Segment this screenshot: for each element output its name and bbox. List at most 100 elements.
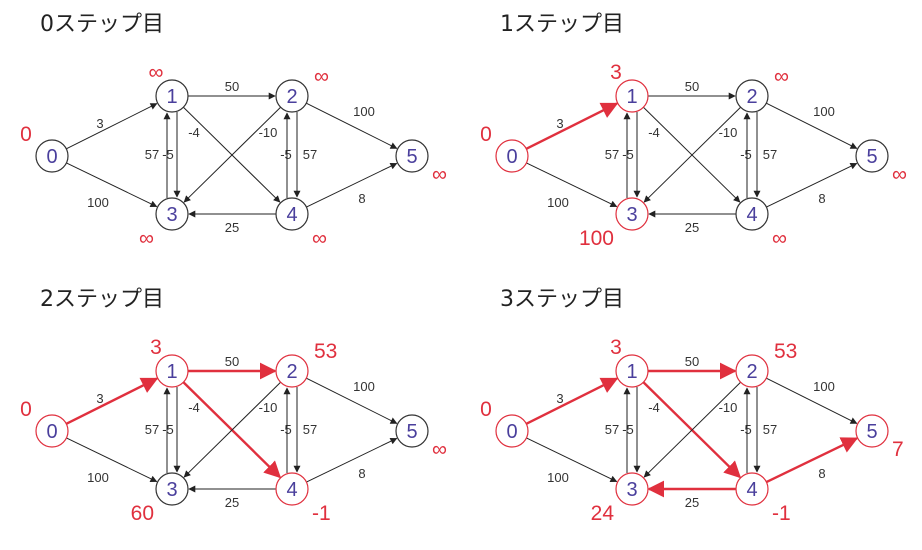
distance-label-node-5: ∞ <box>432 163 447 186</box>
edge-weight-label: 100 <box>87 195 109 210</box>
edge-4-5 <box>766 162 858 208</box>
distance-label-node-5: 7 <box>892 438 904 461</box>
distance-label-node-4: -1 <box>772 502 791 525</box>
edge-weight-label: 57 <box>605 147 619 162</box>
node-1 <box>155 79 189 113</box>
edge-4-5 <box>306 162 398 208</box>
node-label: 2 <box>746 361 757 383</box>
edge-weight-label: -10 <box>259 400 278 415</box>
node-4 <box>735 472 769 506</box>
node-label: 5 <box>406 146 417 168</box>
node-label: 4 <box>746 204 757 226</box>
node-label: 0 <box>506 421 517 443</box>
node-0 <box>495 414 529 448</box>
edge-weight-label: 3 <box>556 116 563 131</box>
edge-0-1 <box>66 103 158 150</box>
node-label: 3 <box>166 204 177 226</box>
edge-weight-label: 25 <box>685 220 699 235</box>
edge-0-3 <box>66 437 158 483</box>
edge-weight-label: -5 <box>280 422 292 437</box>
node-label: 4 <box>286 204 297 226</box>
edge-weight-label: 100 <box>87 470 109 485</box>
edge-4-5 <box>765 437 859 484</box>
edge-weight-label: 3 <box>96 391 103 406</box>
distance-label-node-5: ∞ <box>892 163 907 186</box>
edge-weight-label: 50 <box>225 354 239 369</box>
panel-title: 1ステップ目 <box>500 12 624 37</box>
edge-weight-label: 100 <box>353 379 375 394</box>
edge-weight-label: 50 <box>225 79 239 94</box>
distance-label-node-0: 0 <box>480 123 492 146</box>
node-label: 2 <box>746 86 757 108</box>
edge-weight-label: 8 <box>358 191 365 206</box>
edge-0-1 <box>65 377 159 425</box>
node-1 <box>155 354 189 388</box>
distance-label-node-1: 3 <box>610 61 622 84</box>
distance-label-node-2: 53 <box>314 340 337 363</box>
node-label: 5 <box>866 421 877 443</box>
edge-weight-label: -4 <box>648 125 660 140</box>
edge-weight-label: 50 <box>685 354 699 369</box>
edge-weight-label: -5 <box>740 422 752 437</box>
node-4 <box>735 197 769 231</box>
edge-weight-label: 100 <box>547 195 569 210</box>
edge-weight-label: 25 <box>685 495 699 510</box>
edge-weight-label: 57 <box>303 422 317 437</box>
distance-label-node-2: ∞ <box>774 65 789 88</box>
node-0 <box>495 139 529 173</box>
edge-weight-label: -5 <box>162 422 174 437</box>
edge-0-3 <box>66 162 158 208</box>
node-3 <box>615 472 649 506</box>
node-1 <box>615 79 649 113</box>
edge-weight-label: -5 <box>622 422 634 437</box>
edge-0-1 <box>525 102 619 150</box>
distance-label-node-0: 0 <box>480 398 492 421</box>
edge-weight-label: -10 <box>259 125 278 140</box>
edge-weight-label: -4 <box>648 400 660 415</box>
distance-label-node-1: 3 <box>610 336 622 359</box>
node-label: 5 <box>406 421 417 443</box>
edge-0-3 <box>526 437 618 483</box>
node-3 <box>155 197 189 231</box>
distance-label-node-3: 100 <box>579 227 614 250</box>
edge-2-3 <box>643 381 741 478</box>
node-label: 1 <box>166 86 177 108</box>
node-label: 1 <box>626 361 637 383</box>
node-label: 1 <box>166 361 177 383</box>
edge-weight-label: 57 <box>145 422 159 437</box>
node-3 <box>155 472 189 506</box>
edge-2-3 <box>183 106 281 203</box>
node-label: 4 <box>746 479 757 501</box>
node-2 <box>735 354 769 388</box>
edge-weight-label: -4 <box>188 400 200 415</box>
edge-weight-label: 8 <box>818 466 825 481</box>
node-0 <box>35 139 69 173</box>
node-label: 0 <box>46 146 57 168</box>
edge-2-5 <box>306 377 398 424</box>
edge-weight-label: 50 <box>685 79 699 94</box>
distance-label-node-0: 0 <box>20 123 32 146</box>
distance-label-node-4: ∞ <box>312 227 327 250</box>
node-2 <box>275 79 309 113</box>
edge-0-1 <box>525 377 619 425</box>
edge-weight-label: 25 <box>225 495 239 510</box>
node-label: 3 <box>166 479 177 501</box>
edge-weight-label: 25 <box>225 220 239 235</box>
edge-weight-label: 57 <box>145 147 159 162</box>
edge-weight-label: -5 <box>622 147 634 162</box>
distance-label-node-0: 0 <box>20 398 32 421</box>
distance-label-node-3: 60 <box>131 502 154 525</box>
node-label: 3 <box>626 479 637 501</box>
edge-weight-label: 8 <box>358 466 365 481</box>
node-4 <box>275 472 309 506</box>
edge-weight-label: 100 <box>813 379 835 394</box>
distance-label-node-4: ∞ <box>772 227 787 250</box>
distance-label-node-3: 24 <box>591 502 615 525</box>
edge-2-5 <box>306 102 398 149</box>
edge-weight-label: 3 <box>96 116 103 131</box>
